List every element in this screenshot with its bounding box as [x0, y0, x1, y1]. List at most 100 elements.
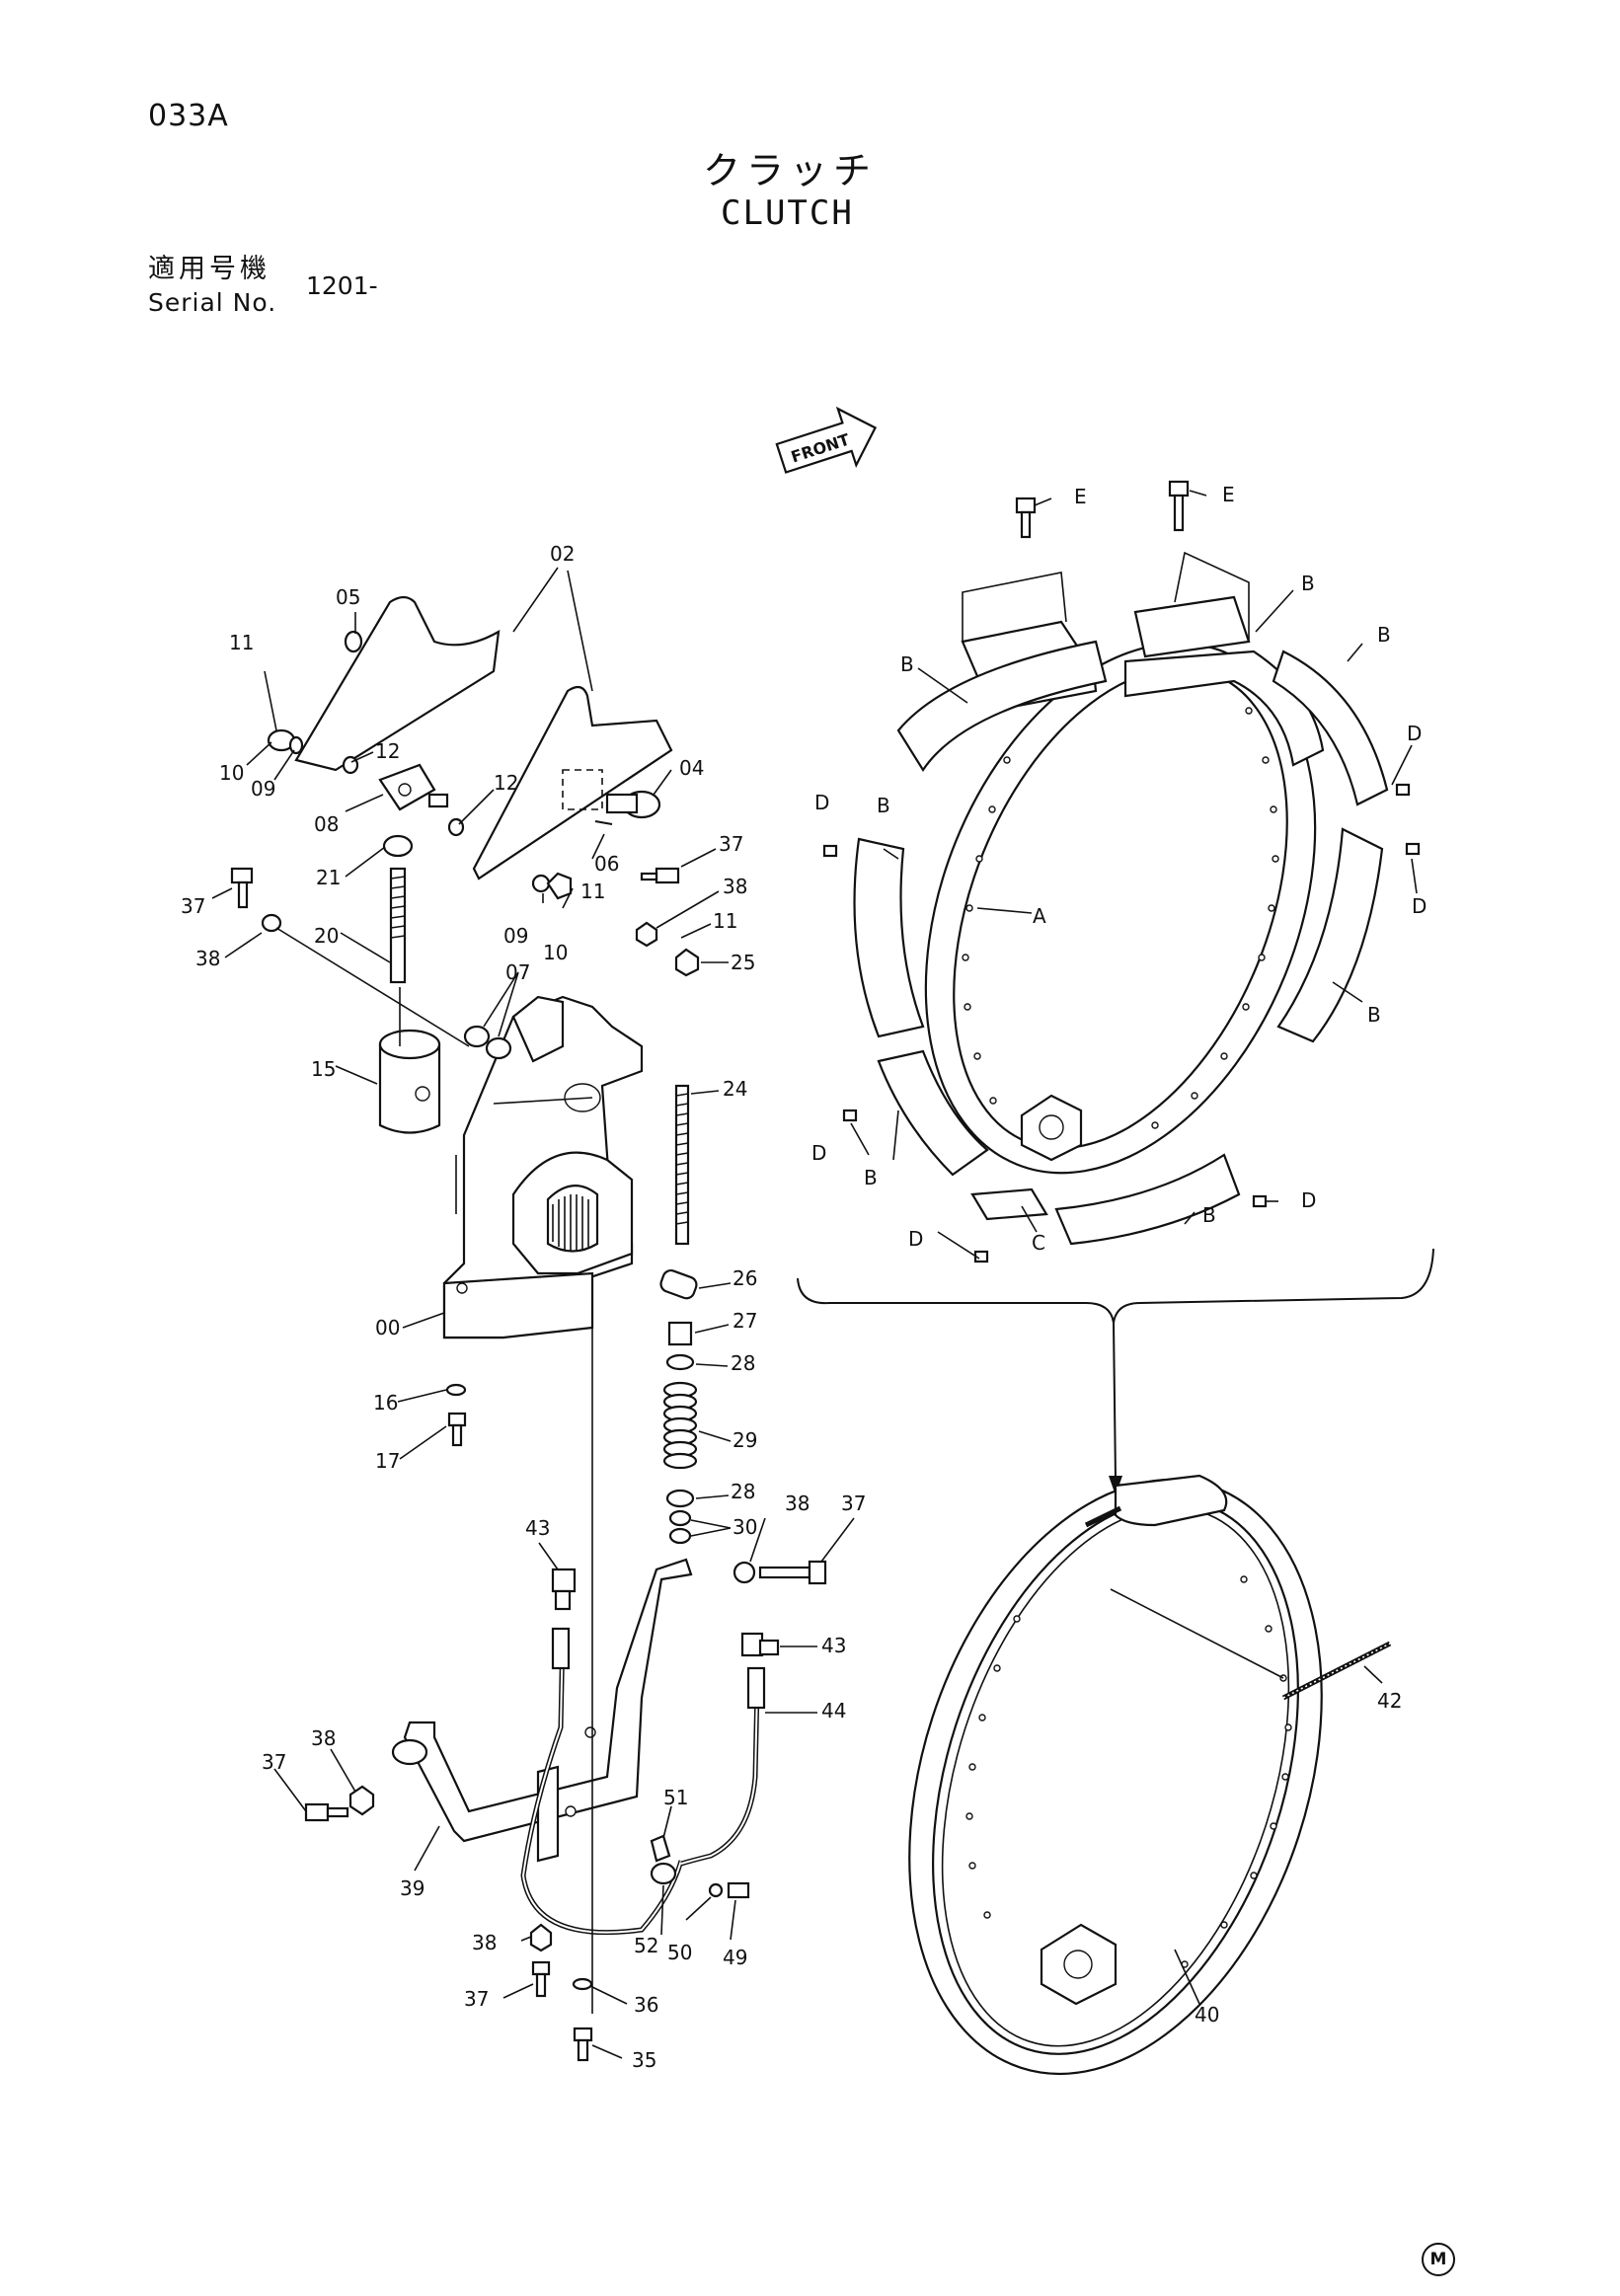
label-21: 21 — [316, 866, 341, 889]
nut-30-b — [668, 1527, 692, 1545]
label-38-right: 38 — [723, 875, 747, 898]
bolt-37-lower-left — [304, 1802, 330, 1822]
label-e-left: E — [1074, 485, 1087, 508]
label-d-right-mid: D — [1412, 894, 1427, 918]
label-16: 16 — [373, 1391, 398, 1415]
label-38-top-left: 38 — [195, 947, 220, 970]
bolt-d-6 — [1252, 1194, 1268, 1208]
bolt-37-right — [655, 867, 680, 884]
bolt-d-1 — [822, 844, 838, 858]
label-b-left: B — [877, 794, 890, 817]
label-05: 05 — [336, 585, 360, 609]
serial-value: 1201- — [306, 271, 378, 300]
lining-b-5 — [853, 837, 925, 1038]
bolt-d-2 — [1395, 783, 1411, 797]
hose-end-left — [551, 1627, 571, 1670]
nut-38-bottom — [529, 1923, 553, 1952]
label-17: 17 — [375, 1449, 400, 1473]
nut-38-lower-left — [348, 1785, 375, 1816]
label-04: 04 — [679, 756, 704, 780]
label-d-left-top: D — [814, 791, 829, 814]
label-10-top: 10 — [219, 761, 244, 785]
serial-label-japanese: 適用号機 — [148, 254, 270, 284]
band-holes — [962, 707, 1279, 1129]
label-49: 49 — [723, 1946, 747, 1969]
bolt-d-3 — [1405, 842, 1421, 856]
bolt-37-bottom — [531, 1960, 551, 1976]
washer-28-upper — [665, 1353, 695, 1371]
label-c: C — [1032, 1231, 1045, 1255]
label-37-right: 37 — [719, 832, 743, 856]
label-52: 52 — [634, 1934, 658, 1957]
label-08: 08 — [314, 812, 339, 836]
label-29: 29 — [733, 1428, 757, 1452]
hose-44-right — [680, 1687, 760, 1867]
nut-21 — [382, 834, 414, 858]
lining-b-7 — [1054, 1153, 1241, 1246]
label-d-left-lower: D — [811, 1141, 826, 1165]
bracket-51 — [650, 1834, 671, 1863]
label-28-upper: 28 — [731, 1351, 755, 1375]
label-38-mid: 38 — [785, 1492, 810, 1515]
washer-36 — [572, 1977, 593, 1991]
bolt-d-4 — [842, 1109, 858, 1122]
label-d-bottom-right: D — [1301, 1188, 1316, 1212]
front-arrow-icon: FRONT — [775, 406, 878, 474]
label-12-left: 12 — [375, 739, 400, 763]
elbow-43-left — [551, 1568, 577, 1593]
lining-b-4 — [1276, 827, 1384, 1043]
lever-39-boss — [391, 1738, 428, 1766]
washer-09-upper — [288, 735, 304, 755]
nut-38-mid — [733, 1561, 756, 1584]
nut-38-top-left — [261, 913, 282, 933]
label-10-mid: 10 — [543, 941, 568, 964]
linkage-assembly — [230, 595, 827, 2062]
spline-bore — [552, 1194, 589, 1252]
nut-10-lower — [546, 872, 573, 900]
top-bracket-right — [1133, 595, 1251, 658]
title-english: CLUTCH — [721, 193, 854, 233]
label-e-right: E — [1222, 483, 1235, 506]
nut-38-right — [635, 921, 658, 948]
label-b-bottom: B — [1202, 1203, 1216, 1227]
label-09-mid: 09 — [503, 924, 528, 948]
label-30: 30 — [733, 1515, 757, 1539]
lining-b-1 — [896, 640, 1108, 773]
spring-42 — [1084, 1505, 1392, 1701]
label-11-right: 11 — [713, 909, 737, 933]
label-43-left: 43 — [525, 1516, 550, 1540]
label-00: 00 — [375, 1316, 400, 1339]
label-39: 39 — [400, 1876, 424, 1900]
label-b-top-left: B — [900, 652, 914, 676]
label-b-far-right: B — [1377, 623, 1391, 647]
bolt-49 — [727, 1881, 750, 1899]
exploded-band — [822, 480, 1421, 1263]
pin-26 — [659, 1269, 698, 1300]
title-japanese: クラッチ — [703, 149, 878, 192]
label-12-right: 12 — [494, 771, 518, 795]
bracket-plate-lower — [472, 685, 673, 880]
cylinder-15 — [378, 1042, 441, 1134]
label-11-top: 11 — [229, 631, 254, 654]
grouping-brace — [797, 1248, 1434, 1324]
block-08-fitting — [427, 793, 449, 808]
bolt-35 — [573, 2027, 593, 2042]
label-27: 27 — [733, 1309, 757, 1333]
nut-30-a — [668, 1509, 692, 1527]
bolt-e-right — [1168, 480, 1190, 497]
label-50: 50 — [667, 1941, 692, 1964]
label-24: 24 — [723, 1077, 747, 1101]
label-38-lower-left: 38 — [311, 1726, 336, 1750]
bolt-17 — [447, 1412, 467, 1427]
label-44: 44 — [821, 1699, 846, 1722]
label-06: 06 — [594, 852, 619, 876]
bracket-plate-upper — [294, 595, 501, 772]
assembly-arrow — [1113, 1322, 1117, 1482]
washer-50 — [708, 1882, 724, 1898]
top-clamp — [1114, 1474, 1228, 1527]
lining-b-6 — [877, 1049, 989, 1177]
washer-28-lower — [665, 1489, 695, 1508]
label-d-bottom: D — [908, 1227, 923, 1251]
washer-09-lower — [531, 874, 551, 893]
